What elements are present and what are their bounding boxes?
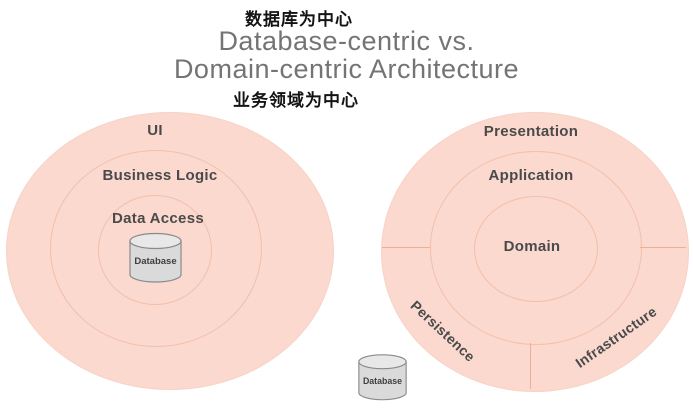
data-access-label: Data Access <box>112 210 204 227</box>
ui-label: UI <box>147 122 163 139</box>
segment-divider-bottom <box>530 343 531 389</box>
business-logic-ring <box>50 150 262 347</box>
main-title: Database-centric vs. Domain-centric Arch… <box>0 27 693 83</box>
zh-label-database-centric: 数据库为中心 <box>245 10 353 29</box>
external-database-cylinder: Database <box>358 354 407 401</box>
external-database-cylinder-label: Database <box>363 376 402 386</box>
main-title-line1: Database-centric vs. <box>218 26 475 56</box>
external-database-cylinder-top <box>358 354 407 370</box>
business-logic-label: Business Logic <box>102 167 218 184</box>
zh-label-domain-centric: 业务领域为中心 <box>233 91 359 110</box>
database-cylinder-top <box>129 232 182 250</box>
database-cylinder: Database <box>129 232 182 283</box>
domain-circle <box>474 196 598 302</box>
database-cylinder-body <box>129 241 182 283</box>
database-cylinder-label: Database <box>134 256 176 267</box>
segment-divider-left <box>382 247 430 248</box>
data-access-ring <box>98 195 212 305</box>
domain-label: Domain <box>503 238 561 255</box>
segment-divider-right <box>640 247 686 248</box>
application-ring <box>430 151 642 345</box>
main-title-line2: Domain-centric Architecture <box>173 54 520 84</box>
external-database-cylinder-body <box>358 361 407 401</box>
application-label: Application <box>488 167 574 184</box>
presentation-label: Presentation <box>483 123 579 140</box>
